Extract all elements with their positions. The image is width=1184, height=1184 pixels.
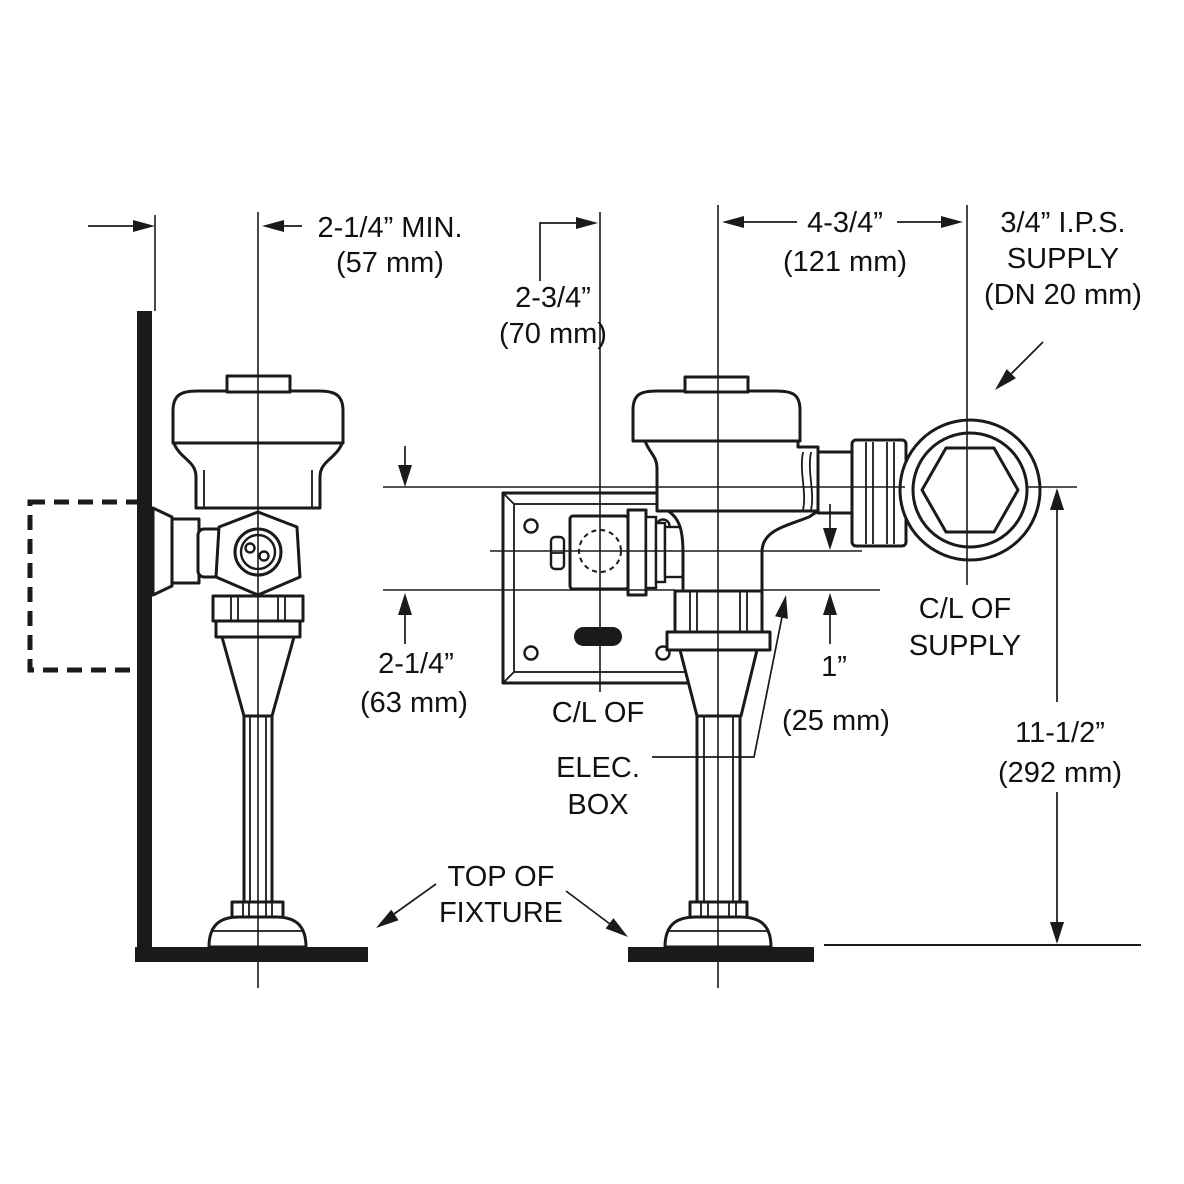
label-box-offset-2: (70 mm): [499, 318, 607, 350]
front-view: [501, 375, 1141, 962]
label-wall-min-2: (57 mm): [336, 247, 444, 279]
valve-body-front: [643, 439, 820, 513]
label-wall-min-1: 2-1/4” MIN.: [317, 212, 462, 244]
supply-coupling-ridges: [865, 442, 895, 544]
solenoid-ring-2: [654, 521, 667, 584]
supply-flange-outer: [898, 418, 1042, 562]
vandal-screw-1: [244, 542, 256, 554]
label-height-1: 11-1/2”: [1015, 717, 1105, 749]
label-supply-cl-1: C/L OF: [919, 593, 1011, 625]
label-height-2: (292 mm): [998, 757, 1122, 789]
box-slot: [574, 627, 622, 646]
label-supply-cl-2: SUPPLY: [909, 630, 1021, 662]
dim-box-offset-arrow: [576, 217, 598, 229]
fixture-top-side: [135, 947, 368, 962]
dim-wall-arrow-left: [262, 220, 284, 232]
label-supply-callout-2: SUPPLY: [1007, 243, 1119, 275]
elec-box-leader: [652, 616, 783, 758]
supply-coupling-nut: [850, 438, 908, 548]
label-elec-box-1: C/L OF: [552, 697, 644, 729]
supply-hex-socket: [920, 446, 1020, 534]
inlet-break-marks: [800, 451, 814, 511]
label-supply-offset-1: 4-3/4”: [807, 207, 883, 239]
label-fixture-2: FIXTURE: [439, 897, 563, 929]
label-one-inch-1: 1”: [821, 651, 847, 683]
dim-drop-arrow-down: [398, 465, 412, 487]
dim-height-arrow-up: [1050, 488, 1064, 510]
spud-nut-ridges-front: [700, 902, 737, 918]
dim-drop-arrow-up: [398, 593, 412, 615]
wall-escutcheon: [151, 506, 174, 597]
valve-cap-front: [683, 375, 750, 394]
supply-leader: [1009, 341, 1044, 376]
fixture-top-front: [628, 947, 814, 962]
supply-flange-ring: [911, 431, 1029, 549]
dim-height-arrow-down: [1050, 922, 1064, 944]
hidden-electrical-box-dashed: [27, 499, 143, 673]
label-supply-offset-2: (121 mm): [783, 246, 907, 278]
dim-inch-arrow-down: [823, 528, 837, 550]
coupling-nut-ridges-side: [230, 596, 286, 621]
dimensions: [88, 216, 1064, 944]
fixture-leader-right: [565, 890, 611, 925]
side-view: [27, 311, 368, 962]
dim-supply-arrow-right: [941, 216, 963, 228]
dim-inch-arrow-up: [823, 593, 837, 615]
outlet-nut-ridges-front: [689, 591, 748, 632]
valve-body-inner-lines: [203, 470, 313, 508]
label-box-drop-2: (63 mm): [360, 687, 468, 719]
dim-supply-arrow-left: [722, 216, 744, 228]
inlet-pipe: [816, 450, 854, 515]
dim-wall-arrow-right: [133, 220, 155, 232]
label-supply-callout-3: (DN 20 mm): [984, 279, 1142, 311]
dim-box-offset-leader: [539, 222, 577, 281]
solenoid-cap-plate: [626, 508, 648, 597]
wall-sleeve: [170, 517, 201, 585]
fixture-leader-left: [393, 883, 437, 915]
label-box-drop-1: 2-1/4”: [378, 648, 454, 680]
spud-nut-ridges-side: [242, 902, 273, 918]
wall-section: [137, 311, 152, 962]
box-screw-hole-bl: [523, 645, 539, 661]
supply-leader-arrow: [995, 369, 1016, 390]
valve-cover-dome-front: [631, 389, 802, 443]
reference-lines: [154, 205, 1077, 988]
label-fixture-1: TOP OF: [448, 861, 555, 893]
solenoid-ring-1: [644, 515, 658, 590]
annotations: 2-1/4” MIN. (57 mm) 2-3/4” (70 mm) 4-3/4…: [317, 207, 1141, 929]
elec-box-leader-arrow: [775, 595, 788, 619]
box-screw-hole-tl: [523, 518, 539, 534]
down-tube-inner-side: [249, 716, 267, 902]
label-one-inch-2: (25 mm): [782, 705, 890, 737]
label-box-offset-1: 2-3/4”: [515, 282, 591, 314]
fixture-leader-right-arrow: [605, 918, 628, 937]
fixture-leader-left-arrow: [376, 909, 399, 928]
vandal-screw-2: [258, 550, 270, 562]
label-elec-box-3: BOX: [567, 789, 628, 821]
label-elec-box-2: ELEC.: [556, 752, 640, 784]
down-tube-inner-front: [703, 716, 734, 902]
sensor-dashed-circle: [578, 529, 622, 573]
label-supply-callout-1: 3/4” I.P.S.: [1000, 207, 1125, 239]
